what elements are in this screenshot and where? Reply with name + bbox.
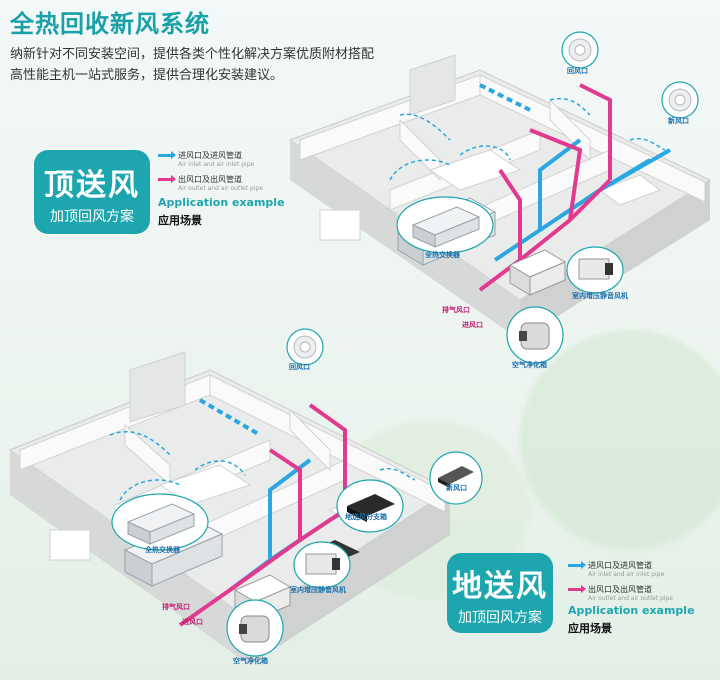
outlet-arrow-icon — [158, 175, 176, 183]
bottom-scheme-badge: 地送风 加顶回风方案 — [447, 553, 553, 633]
bottom-branch-box-callout — [336, 479, 404, 533]
top-badge-title: 顶送风 — [44, 168, 140, 203]
top-application: Application example 应用场景 — [158, 196, 285, 228]
legend-outlet-en: Air outlet and air outlet pipe — [178, 185, 263, 192]
booster-fan-unit — [508, 249, 567, 296]
background-foliage — [520, 330, 720, 550]
bottom-fresh-vent-callout — [429, 451, 483, 505]
page-title: 全热回收新风系统 — [10, 10, 210, 38]
bottom-booster-fan-callout — [293, 541, 351, 589]
bottom-application: Application example 应用场景 — [568, 604, 695, 636]
bottom-badge-title: 地送风 — [452, 569, 548, 604]
top-application-en: Application example — [158, 196, 285, 209]
legend-inlet-en: Air inlet and air inlet pipe — [588, 571, 665, 578]
top-label-exhaust-vent: 排气风口 — [442, 306, 470, 314]
bottom-return-vent-callout — [286, 328, 324, 366]
intro-line-2: 高性能主机一站式服务，提供合理化安装建议。 — [10, 68, 284, 83]
top-badge-subtitle: 加顶回风方案 — [50, 209, 134, 225]
legend-outlet-zh: 出风口及出风管道 — [178, 175, 242, 184]
inlet-arrow-icon — [568, 561, 586, 569]
bottom-label-purifier: 空气净化箱 — [233, 657, 268, 665]
legend-inlet-zh: 进风口及进风管道 — [178, 151, 242, 160]
bottom-badge-subtitle: 加顶回风方案 — [458, 610, 542, 626]
outlet-arrow-icon — [568, 585, 586, 593]
legend-inlet-en: Air inlet and air inlet pipe — [178, 161, 255, 168]
top-label-inlet-vent: 进风口 — [462, 321, 483, 329]
legend-outlet-en: Air outlet and air outlet pipe — [588, 595, 673, 602]
top-heat-exchanger-callout — [396, 196, 494, 254]
bottom-application-en: Application example — [568, 604, 695, 617]
legend-inlet-zh: 进风口及进风管道 — [588, 561, 652, 570]
bottom-application-zh: 应用场景 — [568, 622, 612, 635]
bottom-label-heat-exchanger: 全热交换器 — [145, 546, 180, 554]
legend-outlet-zh: 出风口及出风管道 — [588, 585, 652, 594]
intro-text: 纳新针对不同安装空间，提供各类个性化解决方案优质附材搭配 高性能主机一站式服务，… — [10, 44, 374, 86]
top-scheme-badge: 顶送风 加顶回风方案 — [34, 150, 150, 234]
top-floor-plan — [288, 54, 712, 340]
bottom-label-inlet-vent: 进风口 — [182, 618, 203, 626]
bottom-heat-exchanger-callout — [111, 493, 209, 551]
top-purifier-callout — [506, 306, 564, 364]
bottom-label-exhaust-vent: 排气风口 — [162, 603, 190, 611]
top-fresh-vent-callout — [661, 81, 699, 119]
top-label-booster-fan: 室内增压静音风机 — [572, 292, 628, 300]
top-application-zh: 应用场景 — [158, 214, 202, 227]
bottom-purifier-callout — [226, 599, 284, 657]
bottom-label-return-vent: 回风口 — [289, 363, 310, 371]
bottom-label-branch-box: 地送风分支箱 — [345, 513, 387, 521]
top-label-fresh-vent: 新风口 — [668, 117, 689, 125]
top-label-purifier: 空气净化箱 — [512, 361, 547, 369]
bottom-label-fresh-vent: 新风口 — [446, 484, 467, 492]
top-label-return-vent: 回风口 — [567, 67, 588, 75]
intro-line-1: 纳新针对不同安装空间，提供各类个性化解决方案优质附材搭配 — [10, 47, 375, 62]
top-return-vent-callout — [561, 31, 599, 69]
inlet-arrow-icon — [158, 151, 176, 159]
top-booster-fan-callout — [566, 246, 624, 294]
top-label-heat-exchanger: 全热交换器 — [425, 251, 460, 259]
bottom-label-booster-fan: 室内增压静音风机 — [290, 586, 346, 594]
